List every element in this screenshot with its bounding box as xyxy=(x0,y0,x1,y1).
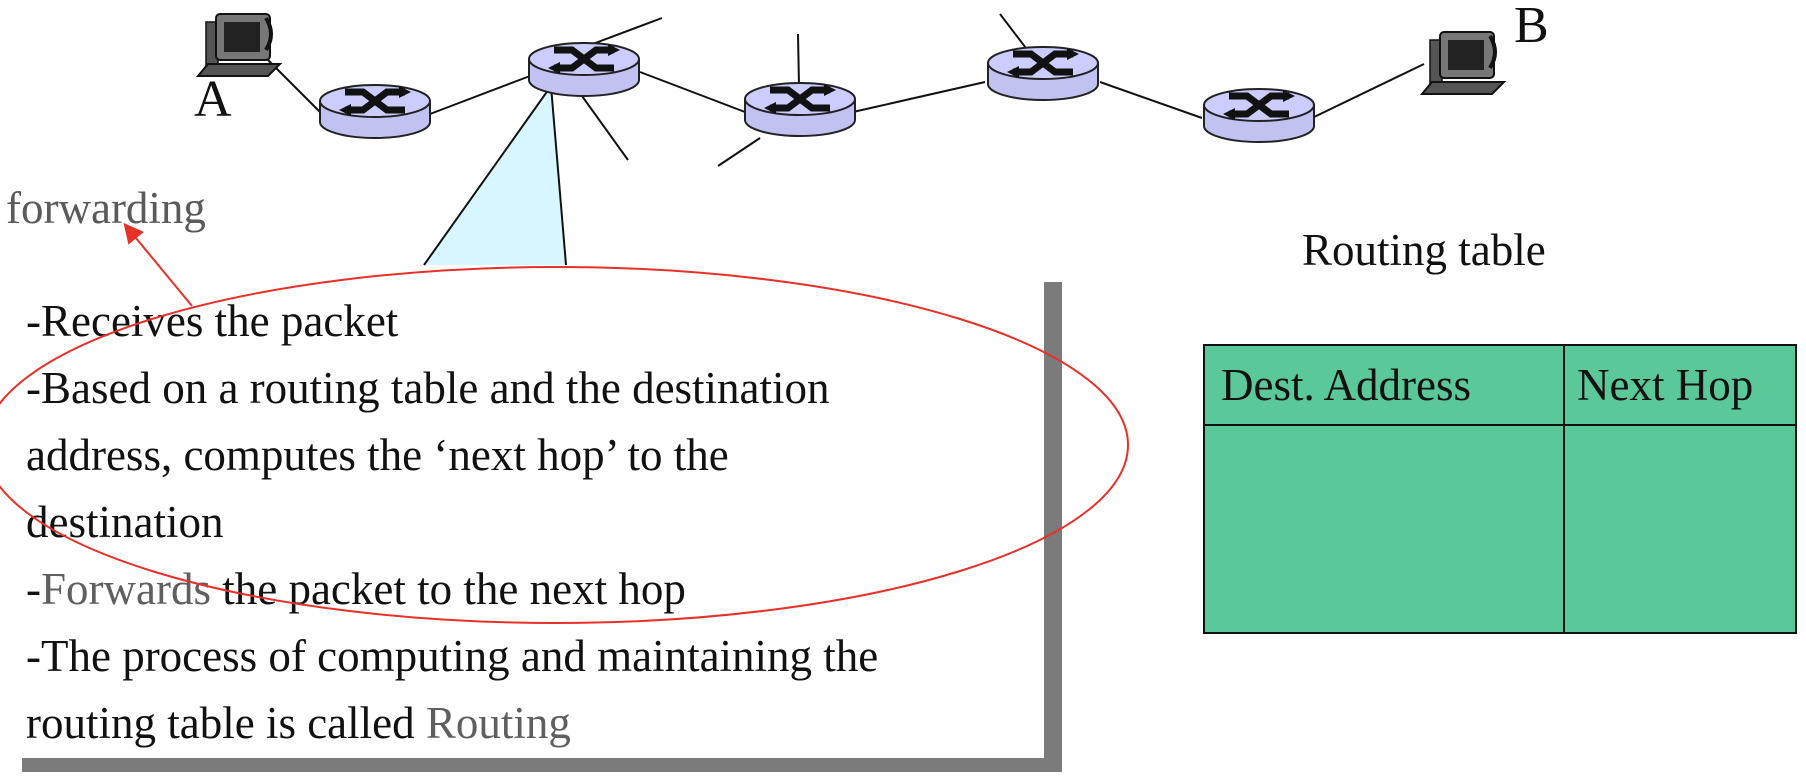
description-line: address, computes the ‘next hop’ to the xyxy=(26,430,729,480)
header-next-hop: Next Hop xyxy=(1563,344,1797,426)
description-line: -The process of computing and maintainin… xyxy=(26,631,879,681)
description-line: -Forwards the packet to the next hop xyxy=(26,556,1036,623)
router-callout xyxy=(424,86,566,265)
table-cell xyxy=(1203,424,1565,634)
routing-table-title: Routing table xyxy=(1302,225,1546,275)
host-a-label: A xyxy=(194,71,232,128)
stub-link xyxy=(581,95,629,161)
routing-table: Dest. Address Next Hop xyxy=(1203,344,1797,634)
line-prefix: - xyxy=(26,564,41,614)
callout-edge xyxy=(550,85,567,266)
description-line: -Based on a routing table and the destin… xyxy=(26,363,830,413)
router-3-icon xyxy=(745,83,855,136)
table-row xyxy=(1203,424,1797,634)
table-header-row: Dest. Address Next Hop xyxy=(1203,344,1797,426)
link-r5-b xyxy=(1311,63,1425,119)
forwards-term: Forwards xyxy=(41,564,211,614)
link-r3-r4 xyxy=(852,81,986,113)
line-prefix: routing table is called xyxy=(26,698,426,748)
description-line: routing table is called Routing xyxy=(26,690,1036,757)
router-5-icon xyxy=(1204,89,1314,142)
router-1-icon xyxy=(320,85,430,138)
computer-b-icon xyxy=(1420,30,1506,96)
description-line: destination xyxy=(26,497,224,547)
link-r1-r2 xyxy=(429,75,531,115)
stub-link xyxy=(797,33,800,87)
description-line: -Receives the packet xyxy=(26,296,399,346)
routing-term: Routing xyxy=(425,698,571,748)
host-b-label: B xyxy=(1514,0,1549,54)
router-4-icon xyxy=(988,47,1098,100)
link-r4-r5 xyxy=(1099,81,1203,119)
link-r2-r3 xyxy=(639,71,746,113)
stub-link xyxy=(717,137,761,167)
callout-edge xyxy=(423,85,552,266)
header-dest-address: Dest. Address xyxy=(1203,344,1565,426)
line-rest: the packet to the next hop xyxy=(210,564,686,614)
router-description: -Receives the packet -Based on a routing… xyxy=(26,288,1036,757)
table-cell xyxy=(1563,424,1797,634)
forwarding-label: forwarding xyxy=(6,183,206,233)
computer-a-icon xyxy=(196,12,282,78)
router-2-icon xyxy=(529,43,639,96)
